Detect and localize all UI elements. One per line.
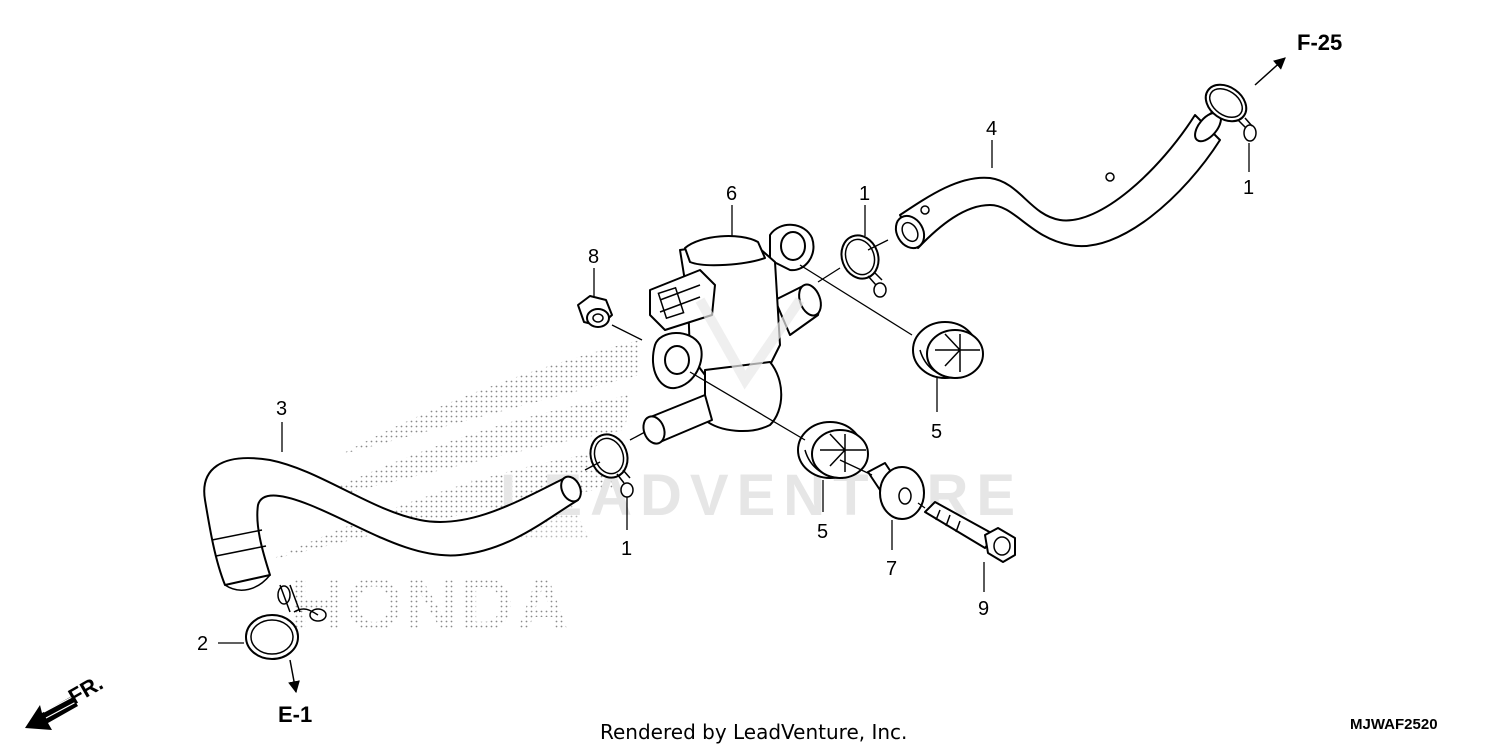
footer-credit: Rendered by LeadVenture, Inc. [600,720,907,744]
callout-8: 8 [588,246,599,268]
callout-1-lower-middle: 1 [621,538,632,560]
callout-7: 7 [886,558,897,580]
grommet-5-upper[interactable] [912,321,984,379]
leadventure-watermark: LEADVENTURE [500,463,1023,528]
callout-4: 4 [986,118,997,140]
callout-6: 6 [726,183,737,205]
clip-1-lower-middle[interactable] [585,429,634,498]
callout-leaders [218,140,1250,644]
callout-1-upper-middle: 1 [859,183,870,205]
callout-5-upper: 5 [931,421,942,443]
callout-2: 2 [197,633,208,655]
collar-7[interactable] [867,462,925,520]
bolt-9[interactable] [924,501,1016,563]
ref-e-1[interactable]: E-1 [278,702,312,727]
diagram-code: MJWAF2520 [1350,716,1438,733]
e1-arrow [288,659,300,694]
callout-9: 9 [978,598,989,620]
grommet-5-lower[interactable] [797,421,869,479]
air-injection-valve-6[interactable] [640,223,825,447]
clamp-2[interactable] [245,584,327,660]
front-direction-arrow [25,695,78,730]
hose-3[interactable] [203,457,584,591]
nut-8[interactable] [577,295,613,328]
ref-f-25[interactable]: F-25 [1297,30,1342,55]
callout-1-upper-right: 1 [1243,177,1254,199]
hose-4[interactable] [890,108,1226,253]
callout-3: 3 [276,398,287,420]
f25-arrow [1254,57,1286,86]
honda-watermark-text: HONDA [290,563,571,646]
clip-1-upper-middle[interactable] [836,230,887,298]
callout-5-lower: 5 [817,521,828,543]
leader-lines [584,111,1213,509]
clip-1-upper-right[interactable] [1199,77,1257,142]
